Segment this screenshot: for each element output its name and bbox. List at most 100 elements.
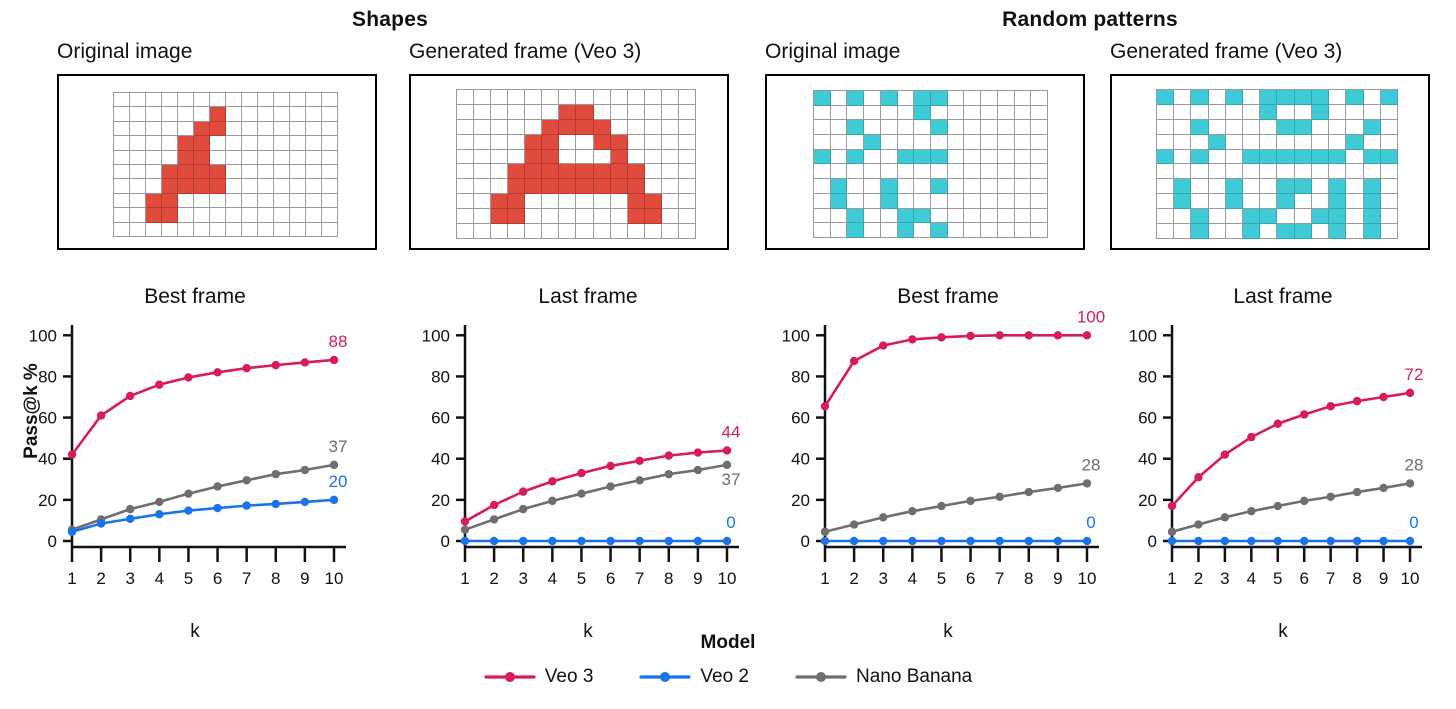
pixel-cell — [847, 193, 865, 209]
x-tick-label: 9 — [693, 569, 702, 588]
pixel-cell — [576, 194, 594, 210]
series-end-value: 100 — [1077, 311, 1105, 326]
pixel-cell — [162, 93, 178, 108]
pixel-cell — [258, 164, 274, 180]
pixel-cell — [627, 194, 645, 210]
pixel-cell — [114, 150, 130, 165]
data-point — [548, 477, 557, 486]
pixel-cell — [1014, 179, 1032, 194]
pixel-cell — [130, 150, 146, 165]
data-point — [1405, 388, 1415, 398]
pixel-cell — [1380, 149, 1398, 165]
pixel-cell — [814, 208, 831, 224]
pixel-cell — [146, 136, 162, 151]
data-point — [1379, 392, 1388, 402]
pixel-cell — [914, 193, 931, 209]
pixel-cell — [258, 179, 274, 194]
pixel-cell — [194, 150, 210, 165]
pixel-cell — [1346, 209, 1364, 225]
data-point — [519, 536, 528, 546]
pixel-cell — [830, 120, 848, 136]
pixel-cell — [864, 149, 881, 165]
pixel-cell — [508, 119, 526, 135]
pixel-cell — [830, 149, 848, 165]
pixel-cell — [1311, 149, 1330, 165]
pixel-cell — [576, 179, 594, 195]
data-point — [722, 446, 732, 455]
pixel-cell — [242, 164, 258, 180]
pixel-cell — [542, 90, 560, 105]
pixel-cell — [146, 93, 162, 108]
data-point — [1326, 402, 1335, 411]
pixel-cell — [576, 209, 594, 225]
pixel-cell — [678, 119, 696, 135]
pixel-cell — [1380, 134, 1398, 150]
pixel-cell — [1014, 135, 1032, 150]
data-point — [1194, 520, 1203, 529]
pixel-cell — [1208, 90, 1226, 105]
x-tick-label: 8 — [271, 569, 280, 588]
data-point — [1167, 501, 1177, 511]
pixel-cell — [644, 164, 662, 180]
pixel-cell — [1014, 164, 1032, 180]
pixel-cell — [678, 194, 696, 210]
pixel-cell — [1243, 149, 1261, 165]
pixel-cell — [1329, 164, 1347, 180]
pixel-cell — [930, 179, 948, 194]
pixel-cell — [814, 179, 831, 194]
legend-entry-veo-2[interactable]: Veo 2 — [639, 666, 749, 688]
pixel-cell — [114, 107, 130, 122]
pixel-cell — [1260, 164, 1278, 180]
pixel-cell — [178, 179, 194, 194]
pixel-cell — [627, 134, 645, 150]
data-point — [937, 501, 946, 511]
pixel-cell — [1174, 209, 1192, 225]
pixel-cell — [1294, 164, 1312, 180]
pixel-cell — [864, 208, 881, 224]
pixel-cell — [162, 179, 178, 194]
data-point — [460, 517, 470, 526]
pixel-cell — [880, 120, 898, 136]
pixel-cell — [491, 209, 509, 225]
data-point — [126, 514, 135, 523]
pixel-cell — [1277, 104, 1295, 120]
legend-entry-nano-banana[interactable]: Nano Banana — [795, 666, 972, 688]
pixel-cell — [306, 179, 322, 194]
pixel-cell — [864, 193, 881, 209]
pixel-cell — [814, 91, 831, 106]
series-line-veo-3 — [1170, 391, 1412, 508]
pixel-cell — [644, 179, 662, 195]
pixel-cell — [678, 209, 696, 225]
pixel-cell — [947, 91, 965, 106]
pixel-cell — [226, 193, 242, 209]
pixel-cell — [1174, 104, 1192, 120]
pixel-cell — [1208, 134, 1226, 150]
pixel-cell — [226, 107, 242, 122]
pixel-cell — [162, 222, 178, 237]
pixel-cell — [930, 91, 948, 106]
pixel-cell — [457, 194, 475, 210]
data-point — [995, 492, 1004, 501]
data-point — [1082, 479, 1092, 488]
pixel-cell — [1157, 209, 1175, 225]
pixel-cell — [290, 222, 306, 237]
x-tick-label: 3 — [518, 569, 527, 588]
pixel-cell — [593, 119, 611, 135]
pixel-cell — [130, 222, 146, 237]
pixel-cell — [274, 150, 290, 165]
pixel-cell — [290, 164, 306, 180]
pixel-cell — [627, 119, 645, 135]
legend-entry-veo-3[interactable]: Veo 3 — [484, 666, 593, 688]
data-point — [1273, 419, 1282, 428]
pixel-cell — [830, 135, 848, 150]
pixel-cell — [914, 135, 931, 150]
y-tick-label: 20 — [1138, 491, 1157, 510]
x-axis-label: k — [583, 621, 593, 642]
pixel-cell — [864, 179, 881, 194]
series-line-veo-3 — [823, 333, 1089, 408]
pixel-cell — [258, 150, 274, 165]
pixel-cell — [474, 194, 492, 210]
pixel-cell — [964, 91, 982, 106]
pixel-cell — [525, 179, 543, 195]
